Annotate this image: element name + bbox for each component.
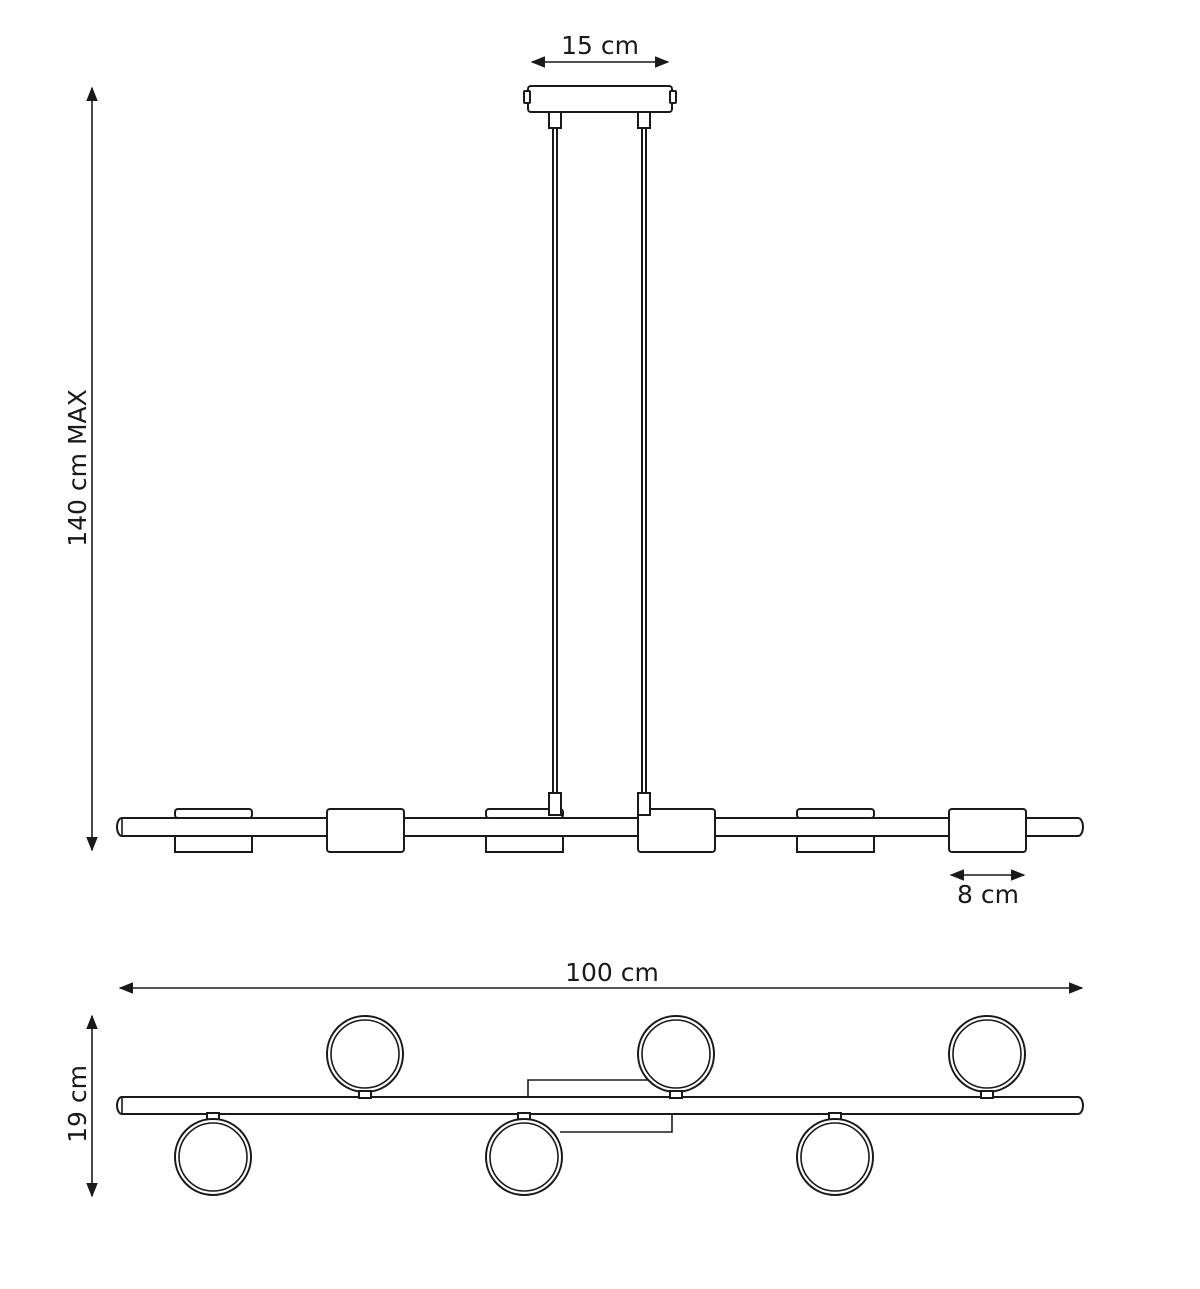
- top-view: [116, 1015, 1084, 1196]
- lamp-bar-side: [116, 817, 1084, 837]
- globes-upper: [326, 1015, 1026, 1099]
- max-height-label: 140 cm MAX: [63, 389, 92, 547]
- dimension-max-height: 140 cm MAX: [63, 86, 98, 852]
- suspension-cables: [548, 128, 651, 814]
- shade-width-label: 8 cm: [957, 880, 1019, 909]
- ceiling-canopy: [523, 85, 677, 129]
- depth-label: 19 cm: [63, 1065, 92, 1143]
- lamp-shades-side: [174, 808, 1027, 853]
- canopy-width-label: 15 cm: [561, 31, 639, 60]
- dimension-depth: 19 cm: [63, 1014, 98, 1198]
- mount-plates: [527, 1079, 673, 1133]
- total-length-label: 100 cm: [565, 958, 659, 987]
- dimension-shade-width: 8 cm: [949, 869, 1026, 909]
- dimension-total-length: 100 cm: [118, 958, 1084, 994]
- lamp-bar-top: [116, 1096, 1084, 1115]
- dimension-canopy-width: 15 cm: [530, 31, 670, 68]
- globes-lower: [174, 1112, 874, 1196]
- side-view: [116, 85, 1084, 853]
